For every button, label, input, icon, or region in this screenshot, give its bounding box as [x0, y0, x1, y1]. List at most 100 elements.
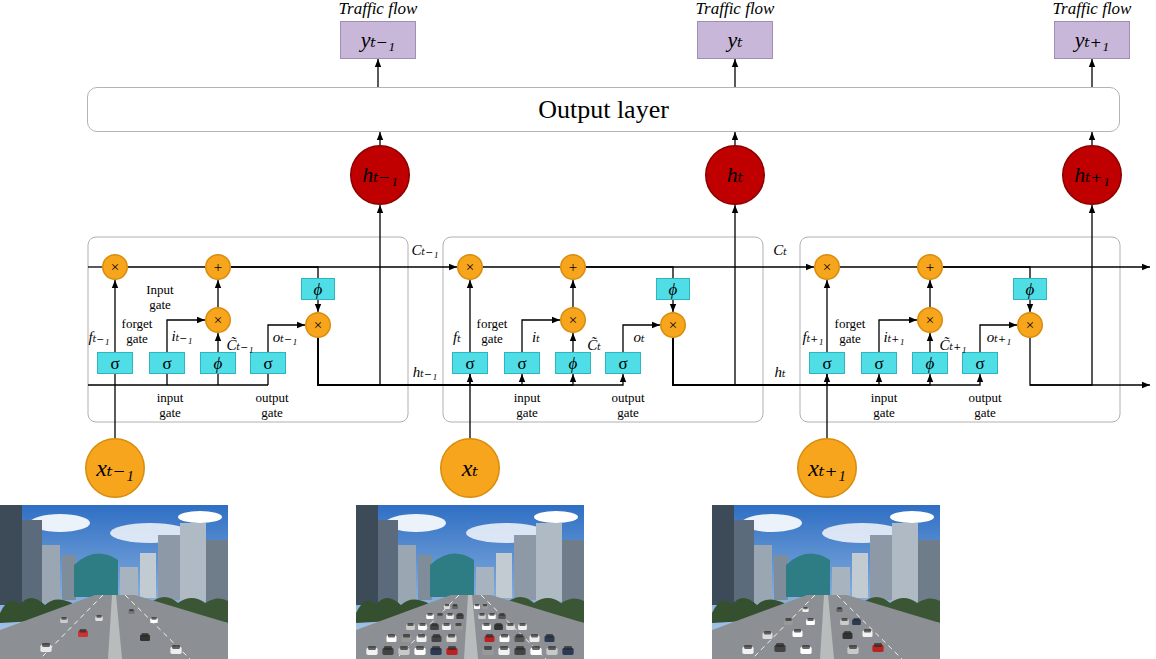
node-label: xₜ [462, 456, 479, 480]
node-label: σ [162, 355, 171, 372]
circle-shape [458, 255, 483, 280]
sigmoid-gate: σ [605, 352, 641, 374]
node-label: × [823, 260, 831, 275]
car [446, 646, 457, 655]
car [742, 645, 753, 654]
lstm-cell [800, 237, 1120, 422]
node-label: ϕ [1026, 281, 1035, 298]
operator-circle: × [1017, 312, 1043, 338]
operator-circle: × [917, 307, 943, 333]
connector [379, 132, 380, 145]
output-box: Traffic flowyₜ [697, 21, 773, 59]
activation-box: ϕ [555, 352, 591, 374]
connector [929, 333, 930, 352]
hidden-state-circle: hₜ₊₁ [1062, 145, 1122, 205]
node-label: × [111, 260, 119, 275]
lstm-cell [88, 237, 408, 422]
car [366, 646, 377, 655]
operator-circle: × [102, 254, 128, 280]
car [488, 613, 496, 619]
gate-name: Input gate [138, 282, 182, 312]
connector [114, 280, 115, 352]
connector [469, 280, 470, 352]
gate-name: output gate [605, 390, 651, 420]
car [444, 604, 450, 609]
variable-label: C̃ₜ₊₁ [940, 338, 967, 353]
car [474, 604, 480, 609]
car [774, 643, 785, 652]
lstm-cell [443, 237, 763, 422]
node-label: ϕ [926, 355, 935, 372]
cell-state-wire [88, 266, 102, 267]
street-scene [0, 505, 228, 659]
car [498, 646, 509, 655]
circle-shape [561, 308, 586, 333]
connector [318, 338, 470, 385]
car [806, 618, 815, 625]
car [430, 623, 439, 630]
circle-shape [706, 146, 765, 205]
car [836, 607, 842, 612]
node-label: σ [975, 355, 984, 372]
car [128, 609, 134, 614]
car [452, 604, 458, 609]
car [78, 629, 88, 637]
car [417, 634, 427, 642]
connector [317, 300, 318, 312]
output-box: Traffic flowyₜ₋₁ [340, 21, 416, 59]
circle-shape [351, 146, 410, 205]
connector [586, 267, 673, 278]
circle-shape [206, 255, 231, 280]
traffic-photo [0, 505, 228, 659]
connector [217, 333, 218, 352]
connector [673, 338, 930, 385]
car [442, 623, 451, 630]
connector [217, 280, 218, 307]
connector [522, 320, 560, 352]
node-label: σ [517, 355, 526, 372]
sigmoid-gate: σ [452, 352, 488, 374]
circle-shape [441, 439, 500, 498]
car [840, 618, 849, 625]
connector [840, 266, 917, 267]
variable-label: fₜ₊₁ [803, 330, 824, 345]
gate-name: forget gate [470, 316, 514, 346]
node-label: σ [874, 355, 883, 372]
circle-shape [918, 308, 943, 333]
hidden-state-circle: hₜ [705, 145, 765, 205]
gate-name: input gate [505, 390, 549, 420]
car [506, 623, 515, 630]
car [514, 646, 525, 655]
car [387, 634, 397, 642]
connector [672, 300, 673, 312]
sigmoid-gate: σ [250, 352, 286, 374]
node-label: yₜ [727, 29, 742, 51]
car [446, 613, 454, 619]
car [482, 646, 493, 655]
node-label: Output layer [538, 97, 669, 123]
traffic-photos [0, 505, 940, 659]
operator-circle: + [560, 254, 586, 280]
car [447, 634, 457, 642]
car [494, 623, 503, 630]
connector [483, 266, 560, 267]
car [863, 629, 873, 637]
connector [673, 338, 980, 385]
node-label: hₜ [727, 164, 743, 186]
car [530, 646, 541, 655]
variable-label: hₜ [774, 365, 785, 380]
connector [318, 338, 623, 385]
car [546, 646, 557, 655]
traffic-photo [356, 505, 584, 659]
car [498, 613, 506, 619]
node-label: yₜ₊₁ [1075, 29, 1109, 51]
gate-name: output gate [962, 390, 1008, 420]
node-label: ϕ [569, 355, 578, 372]
node-label: σ [110, 355, 119, 372]
variable-label: oₜ₋₁ [273, 330, 297, 345]
sigmoid-gate: σ [149, 352, 185, 374]
variable-label: fₜ₋₁ [89, 330, 110, 345]
gate-name: output gate [249, 390, 295, 420]
operator-circle: + [917, 254, 943, 280]
